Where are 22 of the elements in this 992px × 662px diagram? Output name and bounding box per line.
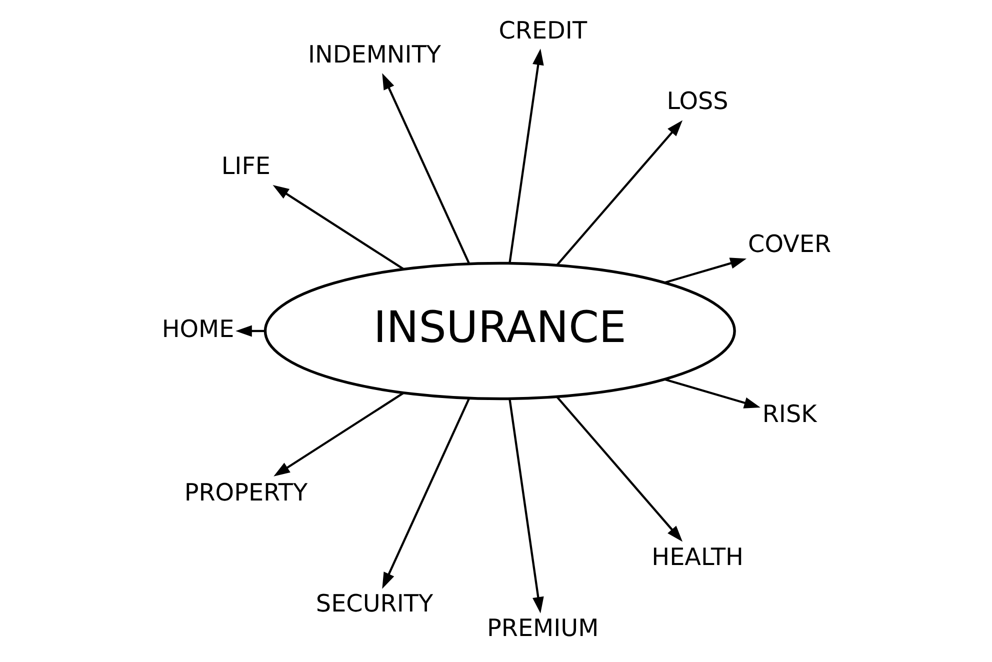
arrow [664, 378, 760, 408]
arrow [664, 258, 746, 284]
node-text: HOME [161, 315, 234, 344]
arrow [555, 396, 682, 542]
node-text: INDEMNITY [308, 40, 440, 68]
arrow [508, 48, 544, 264]
node-text: LIFE [220, 152, 270, 180]
node-text: LOSS [666, 86, 728, 115]
arrow [382, 398, 470, 589]
node-text: HEALTH [651, 543, 744, 572]
node-text: SECURITY [315, 590, 433, 618]
arrow [508, 398, 544, 614]
node-text: PROPERTY [184, 478, 308, 506]
node-text: PREMIUM [486, 614, 598, 642]
arrow [272, 185, 404, 270]
node-text: CREDIT [498, 16, 587, 44]
node-text: RISK [762, 400, 816, 428]
arrow [273, 392, 404, 476]
arrow [555, 120, 682, 266]
arrow [382, 73, 470, 264]
arrow [235, 325, 265, 337]
node-text: COVER [748, 230, 831, 258]
